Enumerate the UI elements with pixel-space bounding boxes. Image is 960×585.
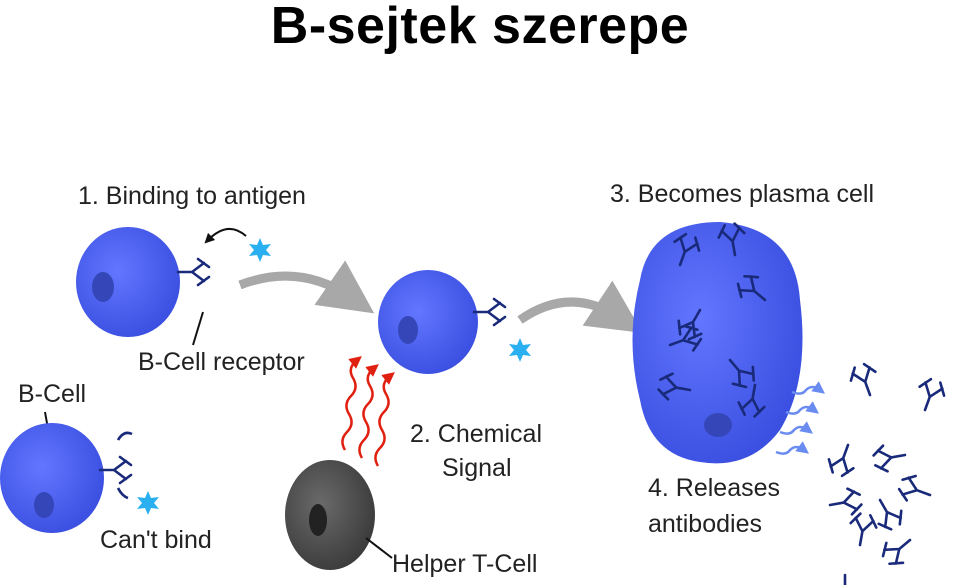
helper-tcell-label: Helper T-Cell	[392, 550, 537, 578]
slide-title: B-sejtek szerepe	[270, 0, 690, 55]
released-antibodies	[823, 360, 950, 585]
helper-t-cell	[285, 460, 375, 570]
mismatched-receptor	[98, 455, 133, 485]
step1-label: 1. Binding to antigen	[78, 182, 306, 210]
tcell-pointer	[365, 537, 393, 559]
step4-label-line2: antibodies	[648, 510, 762, 538]
nucleus	[92, 272, 114, 302]
chemical-signal-arrow	[374, 372, 395, 467]
nucleus	[309, 504, 327, 536]
bcell-label: B-Cell	[18, 380, 86, 408]
b-cell-binding	[76, 227, 180, 337]
nucleus	[704, 413, 732, 437]
progress-arrow-2	[517, 280, 643, 333]
chemical-signal-arrow	[341, 356, 362, 451]
unbound-antigen-star	[137, 491, 159, 515]
nucleus	[34, 492, 54, 518]
nucleus	[398, 316, 418, 344]
receptor-pointer	[192, 311, 204, 346]
receptor-tip	[116, 431, 133, 441]
release-arrow	[775, 441, 810, 455]
b-cell-activated	[378, 270, 478, 374]
cant-bind-label: Can't bind	[100, 526, 212, 554]
step3-label: 3. Becomes plasma cell	[610, 180, 874, 208]
receptor-antibody	[472, 297, 507, 327]
antigen-star	[249, 238, 271, 262]
b-cell-receptor-antibody	[176, 257, 211, 287]
release-arrow	[785, 401, 820, 415]
step2-label-line1: 2. Chemical	[410, 420, 542, 448]
binding-arrow	[204, 228, 247, 244]
plasma-cell	[632, 222, 803, 464]
step2-label-line2: Signal	[442, 454, 512, 482]
step4-label-line1: 4. Releases	[648, 474, 780, 502]
bcell-receptor-label: B-Cell receptor	[138, 348, 305, 376]
release-arrow	[791, 381, 826, 395]
progress-arrow-1	[238, 260, 375, 314]
chemical-signal-arrow	[358, 364, 379, 459]
release-arrow	[779, 421, 814, 435]
bound-antigen-star	[509, 338, 531, 362]
receptor-tip	[116, 487, 129, 500]
b-cell-nonbinding	[0, 423, 104, 533]
